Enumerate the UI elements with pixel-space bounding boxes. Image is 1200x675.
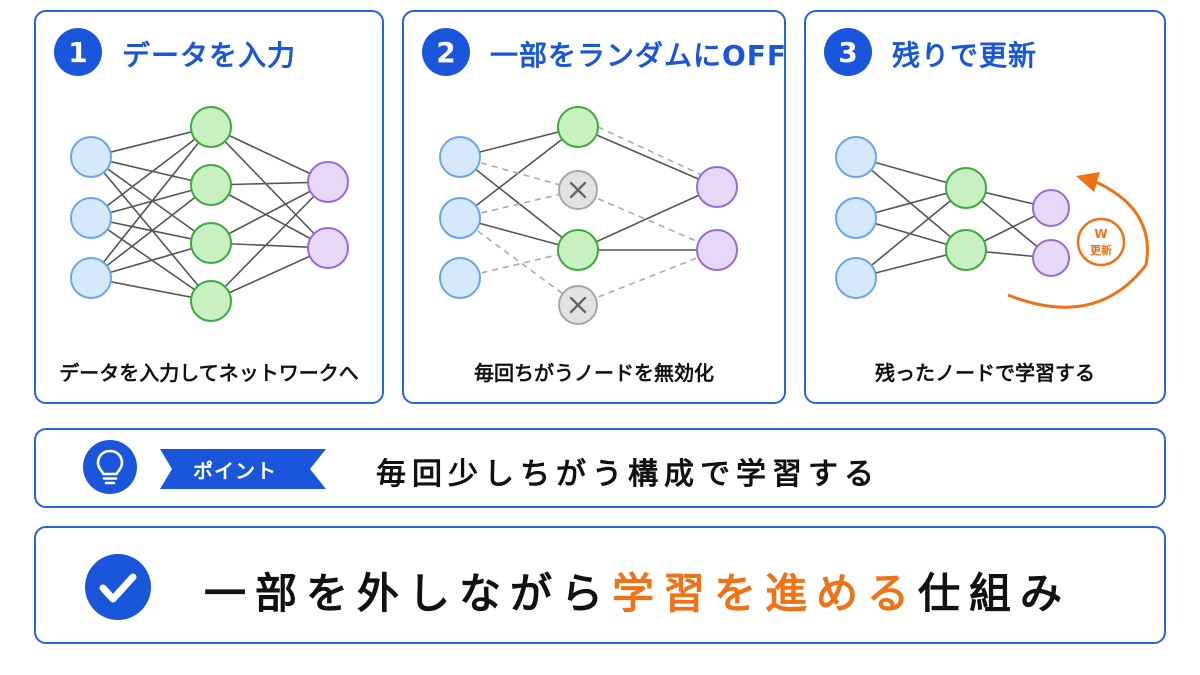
step-1-panel: 1 データを入力: [34, 10, 384, 404]
connection-edge: [210, 184, 329, 249]
connection-edge: [90, 126, 212, 219]
summary-bar: 一部を外しながら学習を進める仕組み: [34, 526, 1166, 644]
connection-edge: [210, 126, 329, 183]
connection-edge: [210, 126, 329, 249]
update-network-diagram: W 更新: [835, 136, 1149, 309]
dropped-connection-edge: [459, 156, 579, 191]
connection-edge: [210, 247, 329, 302]
hidden-node: [190, 280, 232, 322]
connection-edge: [90, 126, 212, 279]
hidden-node: [557, 229, 599, 271]
connection-edge: [210, 181, 329, 244]
hidden-node: [945, 167, 987, 209]
input-node: [835, 257, 877, 299]
input-node: [70, 197, 112, 239]
checkmark-icon: [85, 554, 151, 620]
input-node: [70, 136, 112, 178]
point-text: 毎回少しちがう構成で学習する: [376, 457, 880, 492]
output-node: [1032, 189, 1070, 227]
arrow-head-icon: [1076, 172, 1100, 192]
output-node: [1032, 239, 1070, 277]
close-icon: [569, 296, 587, 314]
weight-update-label-text: 更新: [1090, 243, 1112, 257]
input-node: [439, 257, 481, 299]
point-tag-shape: [160, 449, 326, 489]
hidden-node: [190, 164, 232, 206]
output-node: [696, 166, 738, 208]
hidden-node: [557, 106, 599, 148]
dropped-connection-edge: [577, 249, 718, 306]
connection-edge: [90, 156, 212, 302]
dropped-connection-edge: [577, 189, 718, 251]
step-3-panel: 3 残りで更新 W 更新 残ったノードで学習する: [804, 10, 1166, 404]
point-tag-label: ポイント: [193, 458, 277, 483]
lightbulb-icon: [83, 440, 137, 494]
step-1-caption: データを入力してネットワークへ: [59, 361, 359, 385]
connection-edge: [90, 184, 212, 279]
output-node: [307, 227, 349, 269]
connection-edge: [577, 186, 718, 251]
connection-edge: [855, 187, 967, 279]
dropped-connection-edge: [459, 189, 579, 219]
input-node: [835, 197, 877, 239]
summary-text: 一部を外しながら学習を進める仕組み: [204, 560, 1071, 621]
update-cycle-arrow: [1007, 180, 1149, 309]
step-2-number-badge: 2: [422, 28, 470, 76]
hidden-node: [190, 106, 232, 148]
connection-edge: [90, 217, 212, 302]
full-network-diagram: [70, 106, 349, 322]
connection-edge: [459, 126, 579, 219]
connection-edge: [210, 181, 329, 302]
summary-text-highlight: 学習を進める: [612, 569, 919, 618]
input-node: [439, 136, 481, 178]
output-node: [307, 161, 349, 203]
step-2-title: 一部をランダムにOFF: [490, 39, 788, 72]
connection-edge: [577, 126, 718, 188]
hidden-node: [190, 222, 232, 264]
input-node: [835, 136, 877, 178]
point-bar: ポイント 毎回少しちがう構成で学習する: [34, 428, 1166, 508]
close-icon: [569, 181, 587, 199]
weight-update-badge: [1076, 217, 1126, 267]
step-2-panel: 2 一部をランダムにOFF: [402, 10, 786, 404]
connection-edge: [90, 156, 212, 244]
step-3-number-badge: 3: [824, 28, 872, 76]
step-3-caption: 残ったノードで学習する: [875, 361, 1095, 385]
summary-text-before: 一部を外しながら: [204, 569, 613, 618]
step-1-number-badge: 1: [54, 28, 102, 76]
input-node: [439, 197, 481, 239]
summary-text-after: 仕組み: [918, 569, 1072, 618]
step-1-title: データを入力: [122, 39, 297, 72]
step-3-title: 残りで更新: [892, 39, 1038, 72]
input-node: [70, 257, 112, 299]
output-node: [696, 229, 738, 271]
dropped-connection-edge: [597, 126, 718, 183]
dropped-connection-edge: [459, 217, 579, 306]
dropout-network-diagram: [439, 106, 738, 325]
weight-update-label-w: W: [1094, 227, 1107, 241]
hidden-node: [945, 229, 987, 271]
step-2-caption: 毎回ちがうノードを無効化: [474, 361, 714, 385]
